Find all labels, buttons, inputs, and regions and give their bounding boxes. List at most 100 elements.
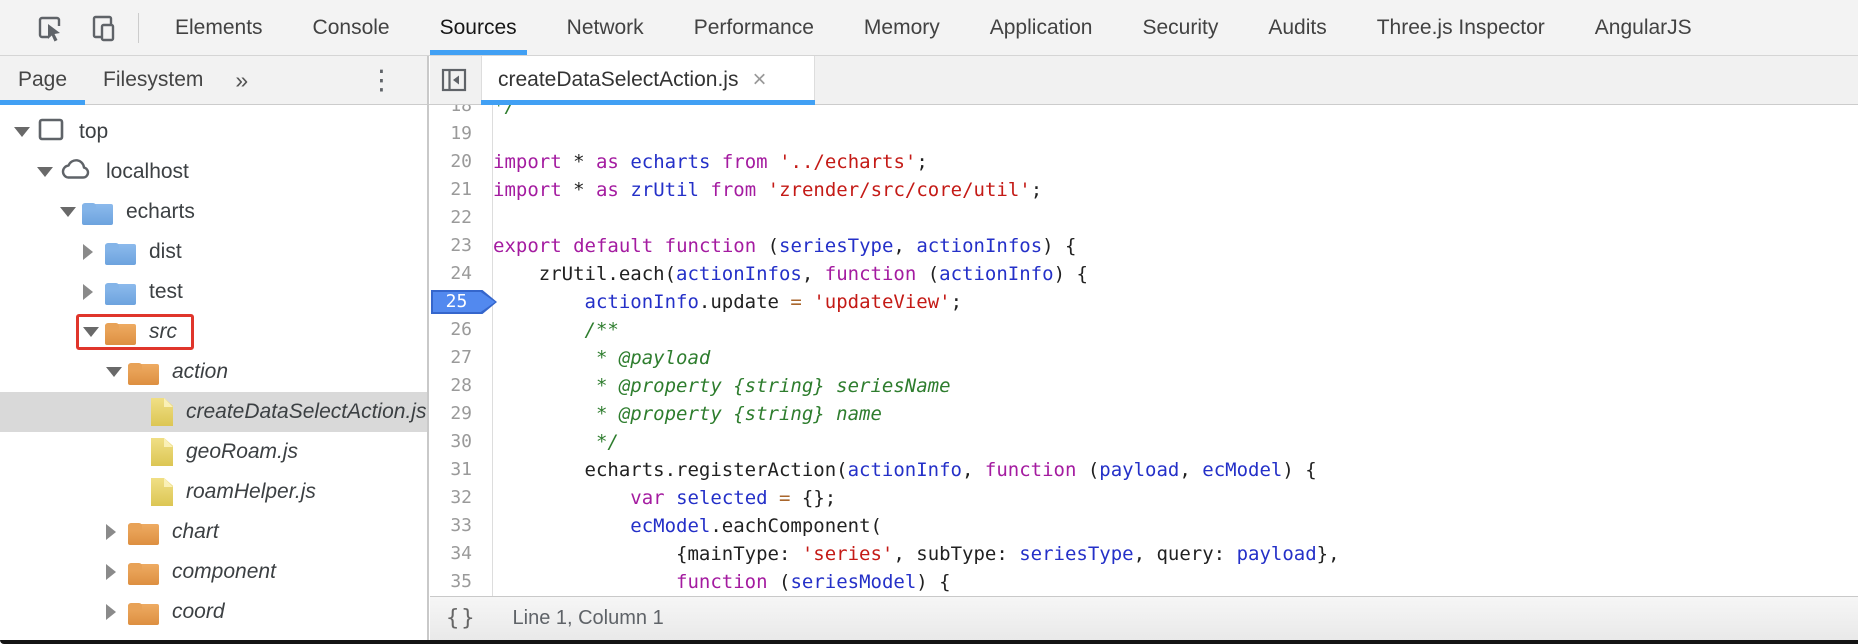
expander-expanded-icon[interactable] [83,327,99,337]
tree-item-label: echarts [126,200,195,223]
code-line-24: 24 zrUtil.each(actionInfos, function (ac… [430,260,1858,288]
tree-item-src[interactable]: src [0,312,427,352]
tree-item-test[interactable]: test [0,272,427,312]
file-icon [151,398,173,426]
code-line-31: 31 echarts.registerAction(actionInfo, fu… [430,456,1858,484]
tab-security[interactable]: Security [1142,15,1219,39]
tab-audits[interactable]: Audits [1268,15,1327,39]
gutter-line-number-32[interactable]: 32 [430,484,493,512]
tree-item-top[interactable]: top [0,112,427,152]
more-options-icon[interactable]: ⋮ [368,64,395,95]
code-token: ) { [1053,263,1088,285]
expander-collapsed-icon[interactable] [106,524,116,540]
navigator-tab-page[interactable]: Page [0,56,86,105]
tab-angularjs[interactable]: AngularJS [1594,15,1692,39]
tab-console[interactable]: Console [312,15,390,39]
close-tab-icon[interactable]: × [752,66,767,93]
gutter-line-number-24[interactable]: 24 [430,260,493,288]
tab-network[interactable]: Network [566,15,644,39]
tab-elements[interactable]: Elements [175,15,263,39]
tree-item-chart[interactable]: chart [0,512,427,552]
code-token: function [984,459,1077,481]
code-line-26: 26 /** [430,316,1858,344]
code-text: zrUtil.each(actionInfos, function (actio… [493,260,1858,288]
gutter-line-number-26[interactable]: 26 [430,316,493,344]
file-icon [151,478,173,506]
code-token [710,151,721,173]
inspect-element-icon[interactable] [30,8,70,48]
gutter-line-number-34[interactable]: 34 [430,540,493,568]
gutter-line-number-27[interactable]: 27 [430,344,493,372]
tab-three-js-inspector[interactable]: Three.js Inspector [1376,15,1545,39]
code-token [619,179,630,201]
gutter-line-number-33[interactable]: 33 [430,512,493,540]
expander-expanded-icon[interactable] [60,207,76,217]
gutter-line-number-29[interactable]: 29 [430,400,493,428]
tab-application[interactable]: Application [989,15,1093,39]
gutter-line-number-35[interactable]: 35 [430,568,493,596]
code-token: ecModel [1202,459,1283,481]
editor-tab-createdataselectaction[interactable]: createDataSelectAction.js × [481,56,815,105]
code-token: import [493,179,562,201]
gutter-line-number-22[interactable]: 22 [430,204,493,232]
folder-icon [128,363,159,385]
folder-icon [105,283,136,305]
code-line-33: 33 ecModel.eachComponent( [430,512,1858,540]
expander-expanded-icon[interactable] [14,127,30,137]
gutter-line-number-19[interactable]: 19 [430,120,493,148]
panel-divider[interactable] [427,56,429,640]
code-token: , [1179,459,1203,481]
code-token: seriesType [1019,543,1134,565]
expander-expanded-icon[interactable] [37,167,53,177]
expander-collapsed-icon[interactable] [83,244,93,260]
tree-item-dist[interactable]: dist [0,232,427,272]
folder-icon [128,523,159,545]
tree-item-localhost[interactable]: localhost [0,152,427,192]
tab-sources[interactable]: Sources [429,0,527,55]
tree-item-label: action [172,360,229,383]
tree-item-createdataselectaction-js[interactable]: createDataSelectAction.js [0,392,427,432]
gutter-line-number-28[interactable]: 28 [430,372,493,400]
folder-icon [105,323,136,345]
code-token [756,179,767,201]
code-token: zrUtil.each( [493,263,677,285]
gutter-line-number-30[interactable]: 30 [430,428,493,456]
tree-item-echarts[interactable]: echarts [0,192,427,232]
navigator-tab-filesystem[interactable]: Filesystem [103,68,204,91]
tree-item-action[interactable]: action [0,352,427,392]
main-toolbar: Elements Console Sources Network Performance… [0,0,1858,56]
tree-item-georoam-js[interactable]: geoRoam.js [0,432,427,472]
code-token: = [779,487,791,509]
toggle-navigator-icon[interactable] [439,65,469,95]
tree-item-roamhelper-js[interactable]: roamHelper.js [0,472,427,512]
code-line-29: 29 * @property {string} name [430,400,1858,428]
tree-item-component[interactable]: component [0,552,427,592]
device-toolbar-icon[interactable] [84,8,124,48]
tree-row-inner: createDataSelectAction.js [129,398,426,426]
tree-item-coord[interactable]: coord [0,592,427,632]
expander-collapsed-icon[interactable] [106,564,116,580]
code-token: , [962,459,985,481]
code-token: actionInfo [584,291,699,313]
pretty-print-button[interactable]: {} [446,606,477,631]
code-token: , query: [1133,543,1237,565]
gutter-line-number-20[interactable]: 20 [430,148,493,176]
tab-performance[interactable]: Performance [693,15,814,39]
code-token [493,515,630,537]
gutter-line-number-18[interactable]: 18 [430,105,493,120]
overflow-chevron-icon[interactable]: » [235,66,249,93]
expander-expanded-icon[interactable] [106,367,122,377]
cursor-position-text: Line 1, Column 1 [512,607,664,629]
code-token: */ [493,105,516,117]
breakpoint-marker[interactable]: 25 [431,290,497,314]
expander-collapsed-icon[interactable] [106,604,116,620]
tree-row-inner: action [106,359,228,385]
gutter-line-number-23[interactable]: 23 [430,232,493,260]
gutter-line-number-31[interactable]: 31 [430,456,493,484]
gutter-line-number-25[interactable]: 25 [430,288,497,316]
expander-collapsed-icon[interactable] [83,284,93,300]
gutter-line-number-21[interactable]: 21 [430,176,493,204]
window-bottom-edge [0,640,1858,644]
tab-memory[interactable]: Memory [863,15,940,39]
